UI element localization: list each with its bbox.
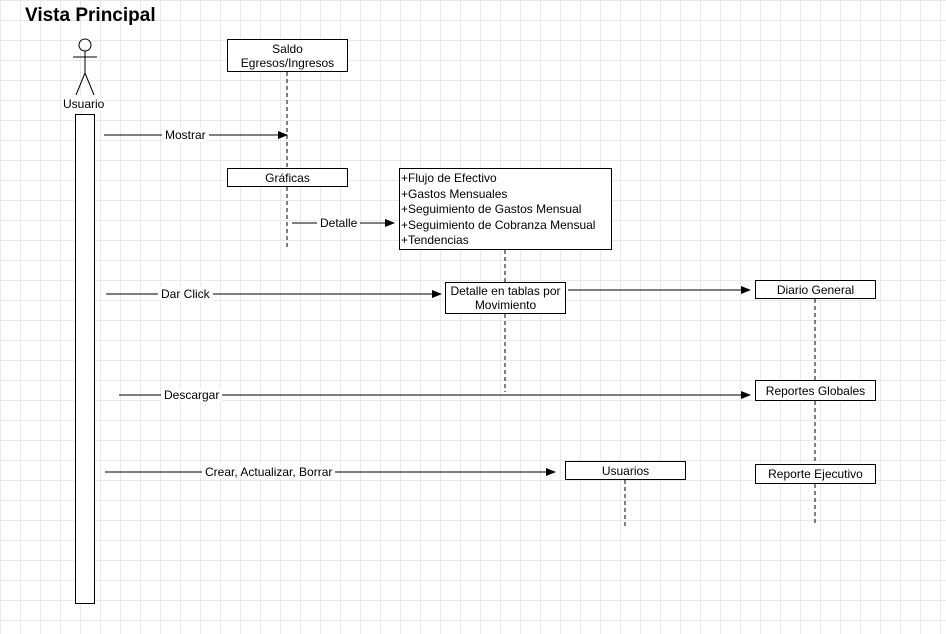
actor-figure xyxy=(73,38,97,96)
participant-saldo: Saldo Egresos/Ingresos xyxy=(227,39,348,72)
feature-item: +Tendencias xyxy=(401,233,469,248)
participant-reportes-globales: Reportes Globales xyxy=(755,380,876,401)
participant-graficas: Gráficas xyxy=(227,168,348,187)
feature-item: +Flujo de Efectivo xyxy=(401,171,497,185)
participant-reporte-ejecutivo: Reporte Ejecutivo xyxy=(755,464,876,484)
participant-features-list: +Flujo de Efectivo +Gastos Mensuales +Se… xyxy=(399,168,612,250)
diagram-title: Vista Principal xyxy=(25,5,156,26)
participant-detalle-tablas: Detalle en tablas por Movimiento xyxy=(445,282,566,314)
actor-label: Usuario xyxy=(62,97,106,111)
feature-item: +Gastos Mensuales xyxy=(401,186,508,201)
participant-diario-general: Diario General xyxy=(755,280,876,299)
message-label-crear: Crear, Actualizar, Borrar xyxy=(202,465,336,479)
message-label-mostrar: Mostrar xyxy=(162,128,209,142)
message-label-detalle: Detalle xyxy=(317,216,361,230)
actor-activation-bar xyxy=(75,114,95,604)
feature-item: +Seguimiento de Gastos Mensual xyxy=(401,202,582,217)
message-label-descargar: Descargar xyxy=(161,388,223,402)
participant-usuarios: Usuarios xyxy=(565,461,686,480)
feature-item: +Seguimiento de Cobranza Mensual xyxy=(401,217,596,232)
message-label-dar-click: Dar Click xyxy=(158,287,213,301)
